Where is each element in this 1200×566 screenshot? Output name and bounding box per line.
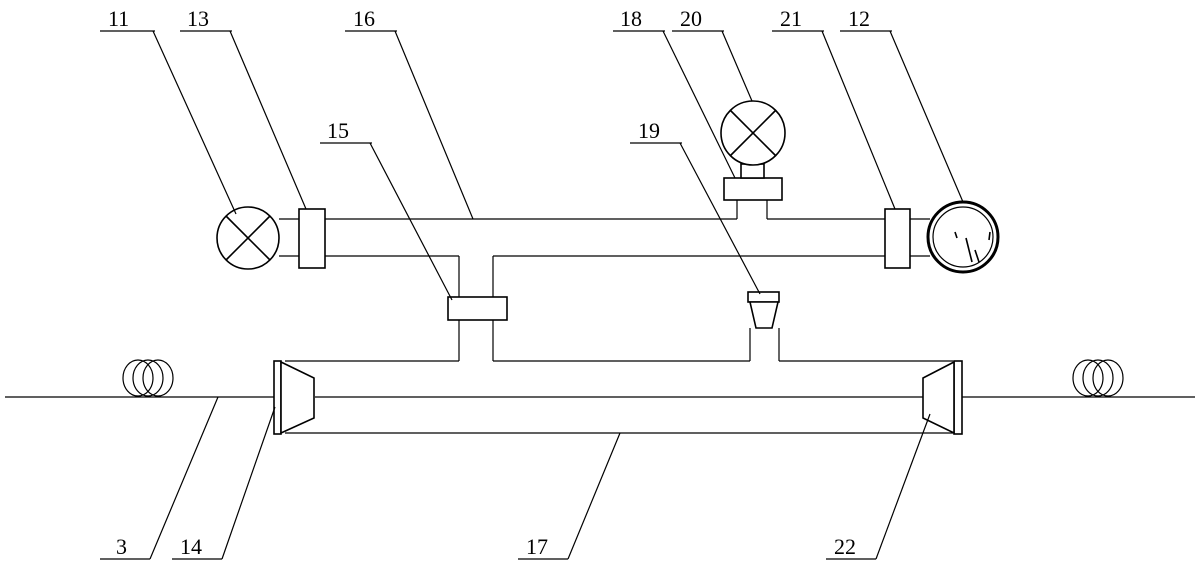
leader-13 xyxy=(229,30,307,210)
label-15: 15 xyxy=(327,118,349,143)
leader-14 xyxy=(221,406,276,560)
label-19: 19 xyxy=(638,118,660,143)
leader-11 xyxy=(152,30,237,215)
cup-19-cap xyxy=(747,291,780,303)
cup-19 xyxy=(748,301,780,329)
leader-21 xyxy=(821,30,896,210)
label-13: 13 xyxy=(187,6,209,31)
leader-22 xyxy=(875,413,931,560)
coil-right-icon xyxy=(1072,359,1124,397)
fitting-18 xyxy=(723,177,783,201)
branch-18 xyxy=(723,163,783,219)
label-18: 18 xyxy=(620,6,642,31)
leader-17 xyxy=(567,432,621,560)
label-22: 22 xyxy=(834,534,856,559)
leader-15 xyxy=(369,142,453,301)
main-pipe xyxy=(285,360,953,434)
leader-3 xyxy=(149,396,219,560)
coupling-13 xyxy=(298,208,326,269)
label-17: 17 xyxy=(526,534,548,559)
gauge-12-icon xyxy=(926,200,1000,274)
coil-left-icon xyxy=(122,359,174,397)
leader-16 xyxy=(394,30,474,220)
valve-15 xyxy=(447,296,508,321)
label-20: 20 xyxy=(680,6,702,31)
leader-12 xyxy=(889,30,964,203)
upper-pipe xyxy=(279,218,930,257)
valve-20-icon xyxy=(720,100,786,166)
right-riser xyxy=(747,291,780,361)
label-14: 14 xyxy=(180,534,202,559)
label-3: 3 xyxy=(116,534,127,559)
label-21: 21 xyxy=(780,6,802,31)
leader-19 xyxy=(679,142,761,295)
coupling-21 xyxy=(884,208,911,269)
right-end-seal xyxy=(922,360,963,435)
left-end-seal xyxy=(273,360,315,435)
label-11: 11 xyxy=(108,6,129,31)
label-12: 12 xyxy=(848,6,870,31)
left-riser xyxy=(447,256,508,361)
leader-18 xyxy=(662,30,736,179)
leader-20 xyxy=(721,30,753,102)
valve-11-icon xyxy=(216,206,280,270)
label-16: 16 xyxy=(353,6,375,31)
